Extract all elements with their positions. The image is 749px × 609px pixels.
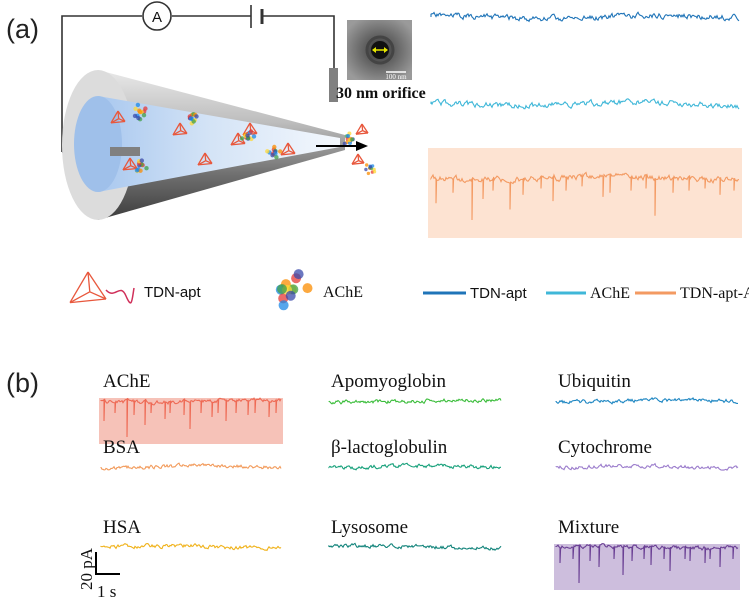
ammeter-label: A (152, 9, 162, 26)
molecules (110, 102, 377, 176)
tdn-apt-molecule (122, 157, 138, 171)
ammeter-symbol: A (142, 1, 172, 31)
legend-icons: TDN-apt AChE (69, 269, 363, 311)
tdn-apt-structure (69, 271, 107, 304)
ache-molecule (134, 158, 149, 174)
tdn-apt-molecule (280, 142, 296, 156)
legend-ache-label: AChE (323, 284, 363, 301)
trace-b-label-5: Cytochrome (558, 437, 652, 458)
orifice-label: 30 nm orifice (336, 85, 426, 102)
trace-a-0 (430, 11, 740, 23)
tdn-apt-molecule (110, 110, 126, 124)
translocation-arrow (316, 141, 368, 151)
tdn-apt-molecule (197, 152, 213, 166)
tdn-apt-icon (69, 271, 135, 304)
trace-b-2 (555, 397, 739, 405)
battery-symbol (250, 5, 264, 28)
trace-legend-ache: AChE (590, 285, 630, 302)
trace-b-1 (328, 397, 502, 405)
trace-b-label-8: Mixture (558, 517, 619, 538)
scale-bar-current-label: 20 pA (77, 547, 96, 590)
tdn-apt-molecule (355, 123, 369, 135)
trace-b-5 (555, 462, 739, 471)
panel-a-label: (a) (6, 14, 39, 44)
legend-tdn-apt-label: TDN-apt (144, 284, 202, 301)
trace-b-4 (328, 462, 501, 471)
trace-b-label-3: BSA (103, 437, 140, 458)
trace-b-8 (555, 543, 739, 584)
trace-b-label-4: β-lactoglobulin (331, 437, 448, 458)
nanopipette (62, 70, 345, 220)
panel-a-traces (428, 11, 742, 238)
trace-a-1 (430, 98, 740, 110)
highlight-box-2 (428, 148, 742, 238)
panel-b-label: (b) (6, 368, 39, 398)
trace-legend-tdn-apt: TDN-apt (470, 285, 528, 302)
ache-molecule (364, 163, 377, 176)
trace-b-7 (328, 542, 502, 551)
ache-molecule (132, 102, 148, 122)
ache-molecule (239, 129, 257, 142)
ache-structure (275, 269, 313, 311)
highlight-box-b-8 (554, 544, 740, 590)
electrode-outside (329, 68, 338, 102)
tdn-apt-molecule (172, 122, 188, 136)
trace-b-label-7: Lysosome (331, 517, 408, 538)
trace-legend: TDN-apt AChE TDN-apt-AChE (423, 285, 749, 302)
trace-b-0 (100, 397, 282, 438)
ache-molecule (342, 131, 355, 146)
ache-molecule (187, 112, 199, 126)
ache-icon (275, 269, 313, 311)
trace-b-3 (100, 462, 282, 471)
trace-b-label-6: HSA (103, 517, 141, 538)
trace-legend-tdn-apt-ache: TDN-apt-AChE (680, 285, 749, 302)
ache-molecule (265, 144, 283, 160)
tem-image: 100 nm (347, 20, 412, 81)
trace-b-label-0: AChE (103, 371, 151, 392)
trace-b-6 (100, 542, 282, 552)
scale-bar-time-label: 1 s (97, 582, 116, 601)
trace-a-2 (430, 171, 740, 221)
electrode-inside (110, 147, 140, 156)
scale-bar: 20 pA 1 s (77, 547, 120, 601)
tdn-apt-molecule (351, 153, 365, 165)
tem-scale-label: 100 nm (385, 73, 407, 81)
trace-b-label-2: Ubiquitin (558, 371, 631, 392)
trace-b-label-1: Apomyoglobin (331, 371, 447, 392)
